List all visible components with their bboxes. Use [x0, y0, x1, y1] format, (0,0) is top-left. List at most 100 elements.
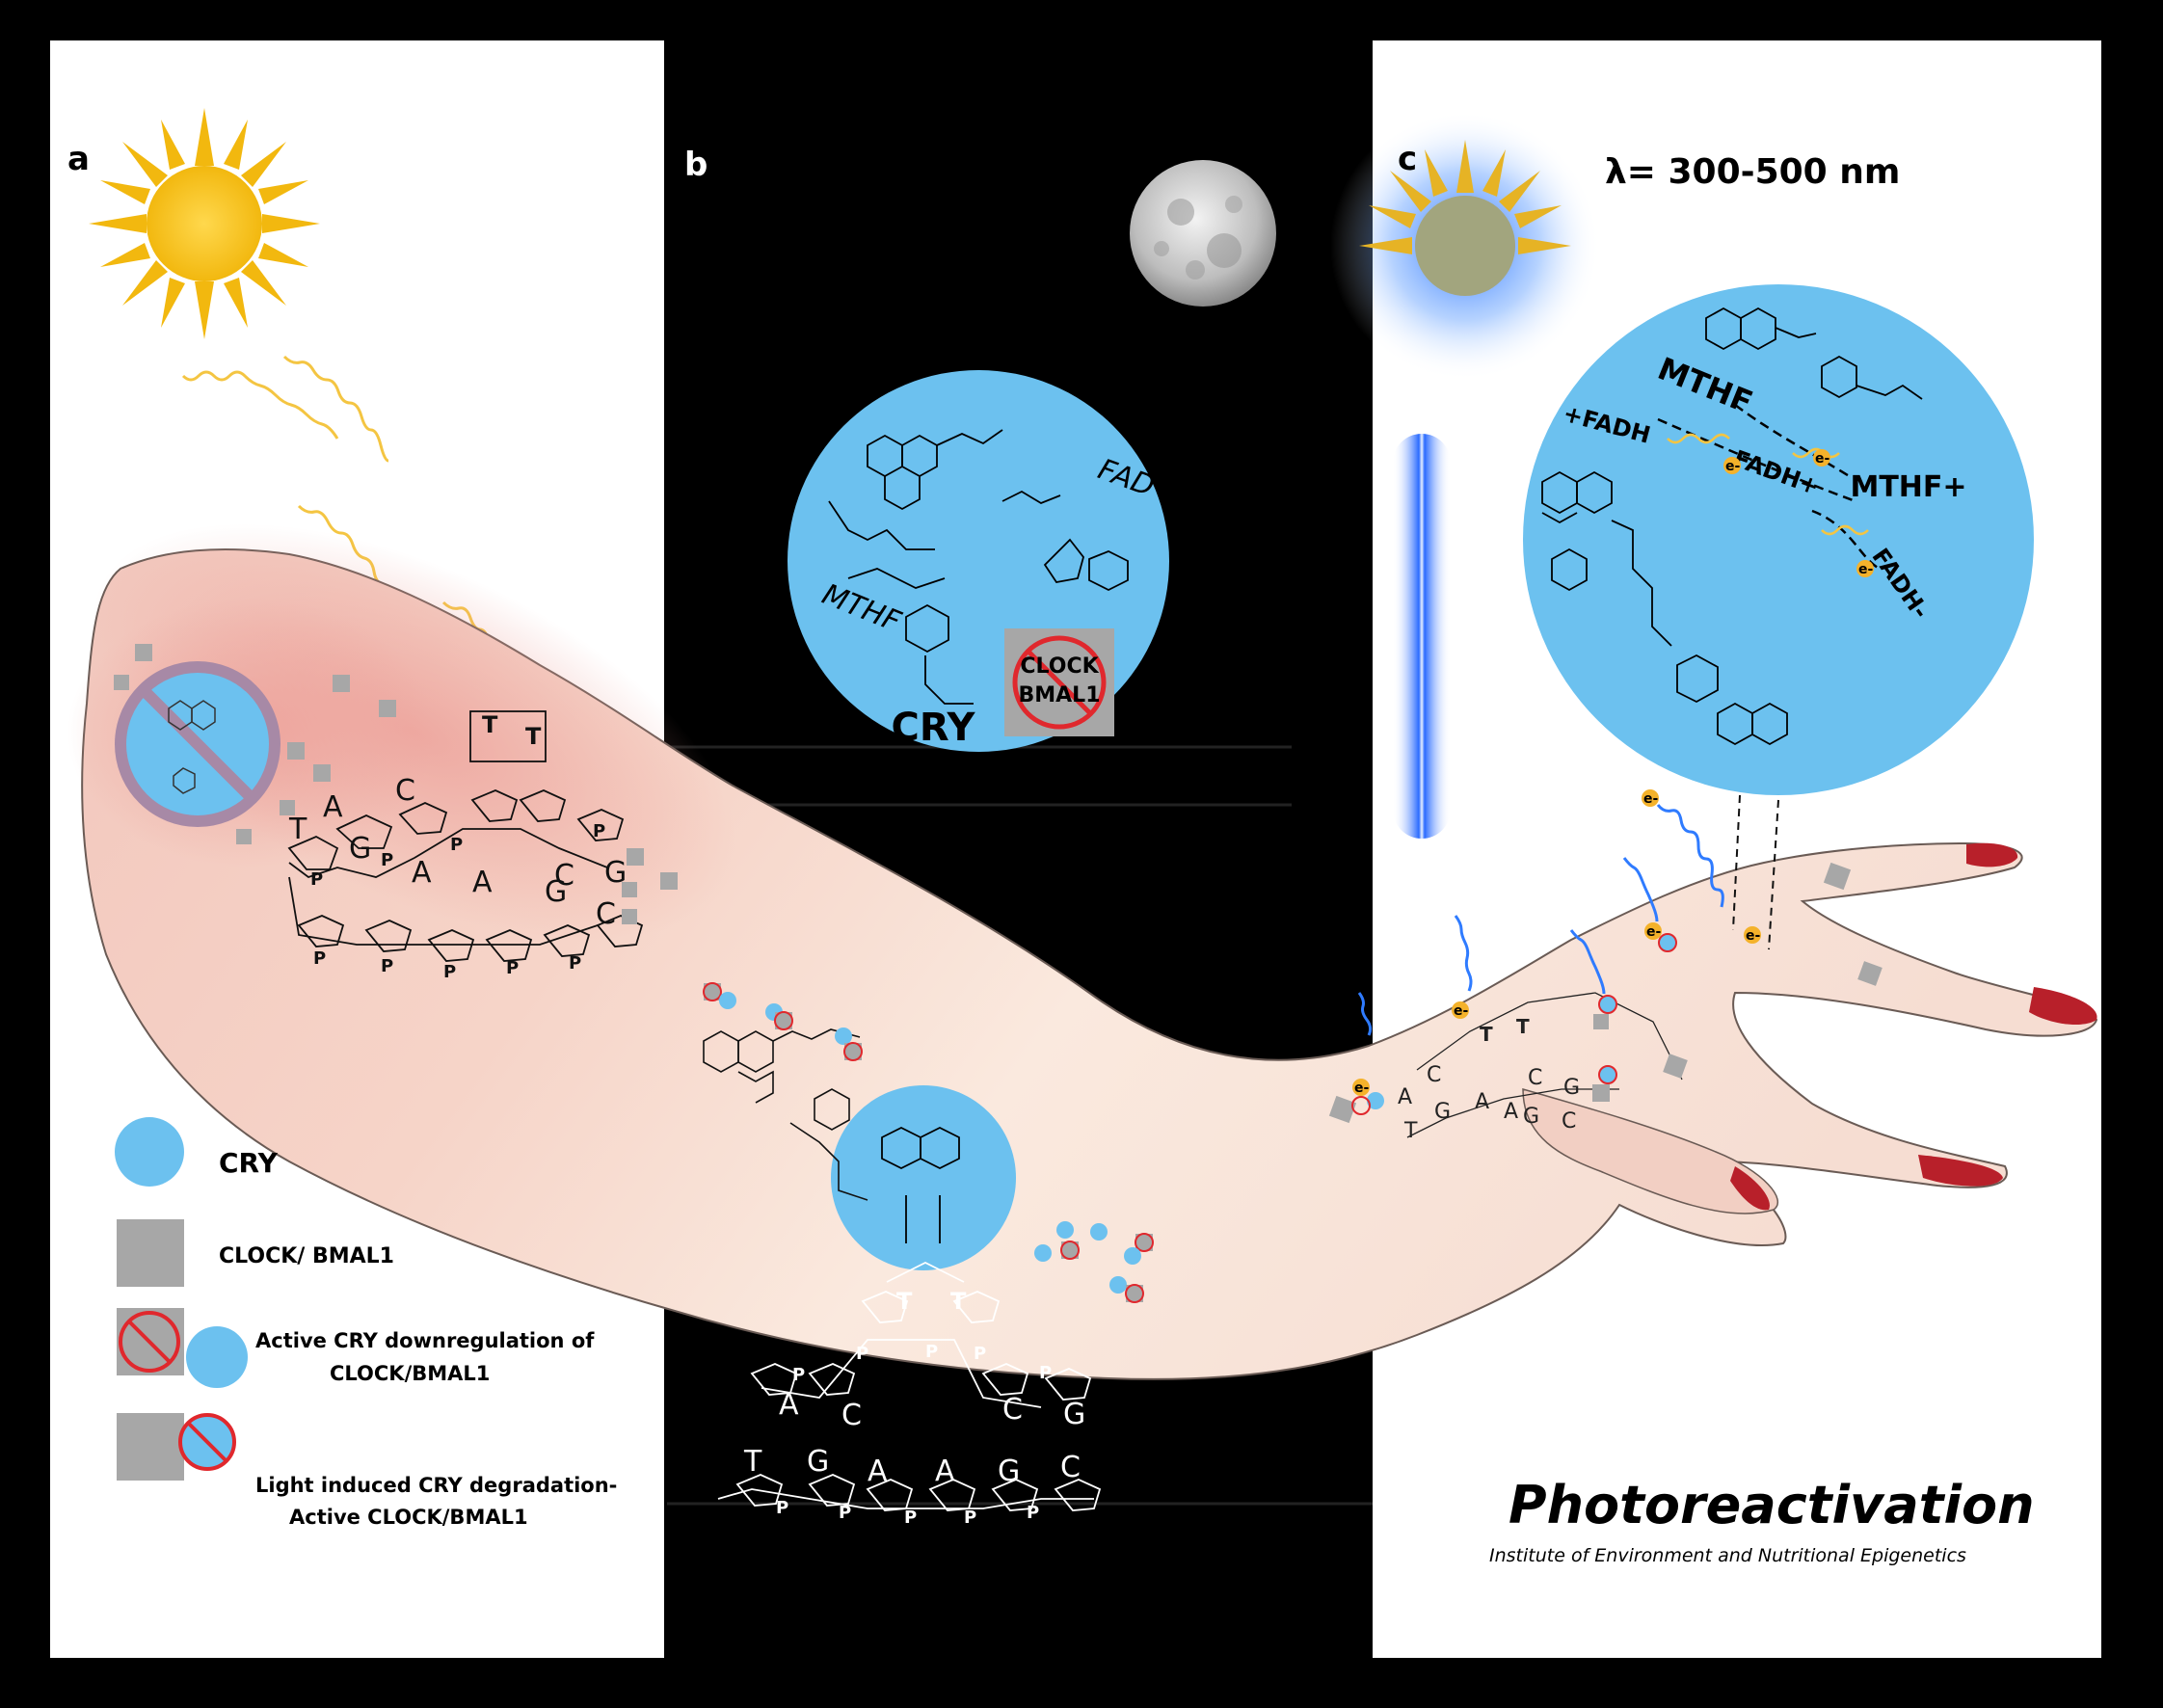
fingernail [1966, 842, 2018, 867]
electron-icon: e- [1644, 922, 1662, 940]
legend-cry-icon [115, 1117, 184, 1187]
svg-text:P: P [964, 1508, 976, 1528]
electron-icon: e- [1723, 457, 1741, 474]
fingernail [2029, 987, 2097, 1026]
thymine-pair-b: T T [896, 1288, 967, 1315]
dna-base: C [596, 897, 616, 931]
svg-text:P: P [904, 1508, 917, 1528]
svg-text:P: P [856, 1344, 868, 1364]
dna-base: G [604, 856, 627, 890]
dna-bases-b: A C C G T G A A G C [743, 1388, 1085, 1488]
blue-light-sun-icon [1330, 111, 1600, 381]
electron-icon: e- [1744, 926, 1761, 944]
svg-text:P: P [1027, 1503, 1039, 1523]
svg-text:P: P [776, 1498, 788, 1518]
svg-text:P: P [381, 956, 393, 976]
svg-text:e-: e- [1646, 924, 1661, 940]
panel-b-label: b [684, 146, 708, 184]
svg-text:P: P [593, 821, 605, 841]
svg-text:T: T [1480, 1023, 1493, 1046]
dna-base: A [1475, 1090, 1489, 1114]
legend-active-label-2: CLOCK/BMAL1 [330, 1362, 490, 1385]
electron-icon: e- [1452, 1001, 1469, 1019]
dna-base: A [472, 866, 493, 899]
dna-base: T [288, 813, 307, 846]
phosphate-labels-b: P P P P P P P P P P [776, 1342, 1052, 1528]
dna-base: C [1562, 1109, 1576, 1134]
legend-light-label-1: Light induced CRY degradation- [255, 1474, 617, 1497]
dna-bases-c: A C C G T G A A G C [1398, 1063, 1580, 1143]
svg-text:P: P [443, 962, 456, 982]
electrons: e- e- e- e- e- e- e- e- [1352, 449, 1874, 1096]
svg-text:P: P [313, 948, 326, 969]
dna-strand-c [1406, 992, 1683, 1138]
footer-title: Photoreactivation [1509, 1475, 2035, 1535]
svg-text:P: P [925, 1342, 938, 1362]
dna-base: G [998, 1454, 1020, 1488]
hydrogen-bond-lines [1732, 794, 1779, 950]
svg-text:e-: e- [1354, 1081, 1369, 1096]
svg-text:T: T [950, 1288, 967, 1315]
clock-label: CLOCK [1020, 654, 1099, 679]
dna-base: A [935, 1454, 955, 1488]
svg-text:P: P [839, 1503, 851, 1523]
svg-text:e-: e- [1454, 1003, 1468, 1019]
electron-icon: e- [1352, 1079, 1370, 1096]
scattered-markers [114, 644, 1883, 1124]
svg-text:P: P [974, 1344, 986, 1364]
dna-base: C [1060, 1451, 1081, 1484]
legend-clock-label: CLOCK/ BMAL1 [219, 1244, 394, 1268]
panel-a-label: a [67, 140, 90, 178]
dna-base: C [841, 1399, 862, 1432]
uv-waves [1357, 804, 1724, 1036]
electron-icon: e- [1642, 789, 1659, 807]
svg-text:e-: e- [1815, 451, 1829, 467]
svg-text:e-: e- [1643, 791, 1658, 807]
legend-clock-icon [117, 1219, 184, 1287]
degraded-cry-circle [115, 661, 280, 827]
footer-institute: Institute of Environment and Nutritional… [1489, 1545, 1966, 1566]
dna-base: A [868, 1454, 888, 1488]
dna-base: T [1403, 1119, 1418, 1143]
dna-base: A [323, 790, 343, 824]
dna-base: A [1504, 1100, 1518, 1124]
svg-text:T: T [482, 711, 498, 738]
svg-text:e-: e- [1858, 562, 1873, 577]
cry-protein-circle-night: FAD MTHF CRY CLOCK BMAL1 [788, 370, 1169, 752]
legend-active-label-1: Active CRY downregulation of [255, 1329, 595, 1352]
svg-text:P: P [450, 835, 463, 855]
cry-protein-circle-light: MTHF MTHF+ +FADH FADH+ FADH- [1523, 284, 2034, 795]
svg-text:P: P [381, 850, 393, 870]
sun-icon [89, 108, 320, 339]
dna-base: A [1398, 1085, 1412, 1109]
phosphate-labels-a: P P P P P P P P P [310, 821, 605, 982]
electron-icon: e- [1856, 560, 1874, 577]
svg-text:P: P [310, 869, 323, 890]
dna-base: C [1002, 1393, 1023, 1427]
legend-light-label-2: Active CLOCK/BMAL1 [289, 1506, 528, 1529]
dna-base: G [1563, 1076, 1580, 1100]
fingernail [1918, 1155, 2003, 1187]
svg-text:P: P [792, 1365, 805, 1385]
moon-icon [1130, 160, 1276, 307]
dna-base: G [1063, 1398, 1085, 1431]
dna-base: G [349, 832, 371, 866]
inhibited-pairs [703, 933, 1677, 1303]
svg-text:e-: e- [1746, 928, 1760, 944]
dna-base: C [554, 859, 574, 893]
svg-text:T: T [525, 723, 542, 750]
svg-text:P: P [506, 958, 519, 978]
dna-bases-a: A C C G T G A A G C [288, 774, 627, 931]
cry-repair-circle [831, 1085, 1016, 1270]
fingernail [1730, 1166, 1770, 1211]
legend-cry-label: CRY [219, 1147, 279, 1179]
dna-base: A [779, 1388, 799, 1422]
dna-repaired-strand-b [717, 1261, 1102, 1511]
blue-light-beam [1393, 434, 1451, 839]
dna-base: G [807, 1445, 829, 1479]
dna-base: C [1427, 1063, 1441, 1087]
panel-c-label: c [1398, 140, 1417, 178]
svg-text:P: P [569, 953, 581, 974]
